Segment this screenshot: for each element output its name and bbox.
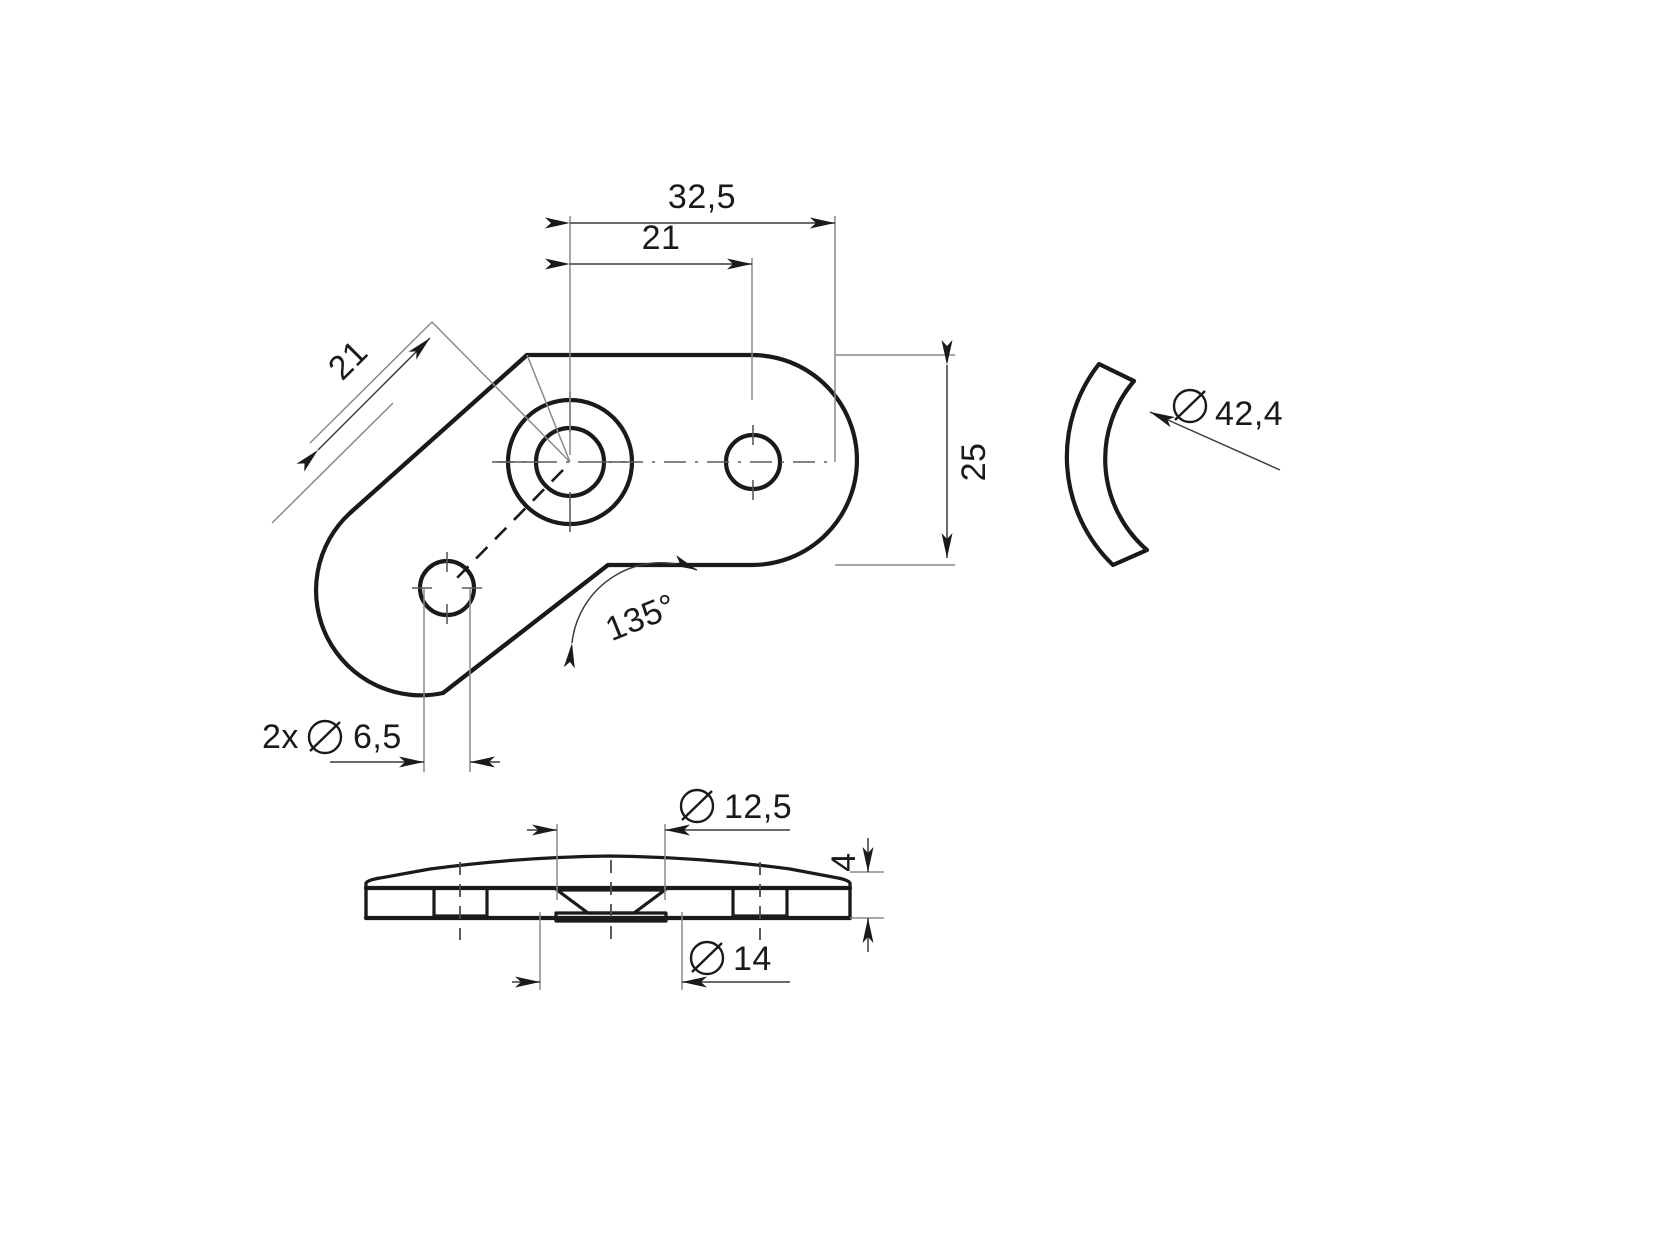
dim-135-angle: 135° (563, 555, 698, 669)
leader-incl-b (526, 354, 571, 463)
dim-25-label: 25 (955, 443, 993, 482)
dim-6-5-label: 6,5 (353, 718, 402, 756)
dim-32-5: 32,5 (545, 178, 835, 229)
top-view-group: 32,5 21 25 21 (262, 178, 993, 772)
dim-4-label: 4 (825, 852, 863, 871)
dim-21-inclined: 21 (271, 321, 433, 524)
dim-42-4-label: 42,4 (1215, 395, 1283, 433)
arc-detail-group: 42,4 (1064, 361, 1283, 568)
dim-32-5-label: 32,5 (668, 178, 736, 216)
dim-25: 25 (835, 340, 993, 566)
dim-21-horizontal-label: 21 (642, 219, 681, 257)
dim-2x-6-5: 2x 6,5 (262, 588, 500, 772)
arc-segment-outline (1064, 361, 1150, 568)
dim-2x-label: 2x (262, 718, 299, 756)
leader-incl-a (431, 321, 571, 463)
dim-14: 14 (512, 912, 790, 990)
dim-14-label: 14 (733, 940, 772, 978)
section-view-group: 12,5 14 4 (363, 788, 884, 990)
diameter-icon-424 (1172, 388, 1208, 424)
dim-thickness-4: 4 (825, 838, 884, 952)
diameter-icon-14 (689, 940, 725, 976)
dim-135-angle-label: 135° (600, 587, 681, 649)
dim-21-horizontal: 21 (545, 219, 752, 270)
diameter-icon-65 (307, 719, 343, 755)
dim-21-inclined-label: 21 (321, 333, 375, 387)
part-outline (314, 352, 860, 698)
section-dome-profile (364, 854, 852, 920)
dim-12-5-label: 12,5 (724, 788, 792, 826)
dim-12-5: 12,5 (527, 788, 792, 900)
diameter-icon-125 (679, 788, 715, 824)
dim-arc-42-4: 42,4 (1149, 388, 1283, 471)
